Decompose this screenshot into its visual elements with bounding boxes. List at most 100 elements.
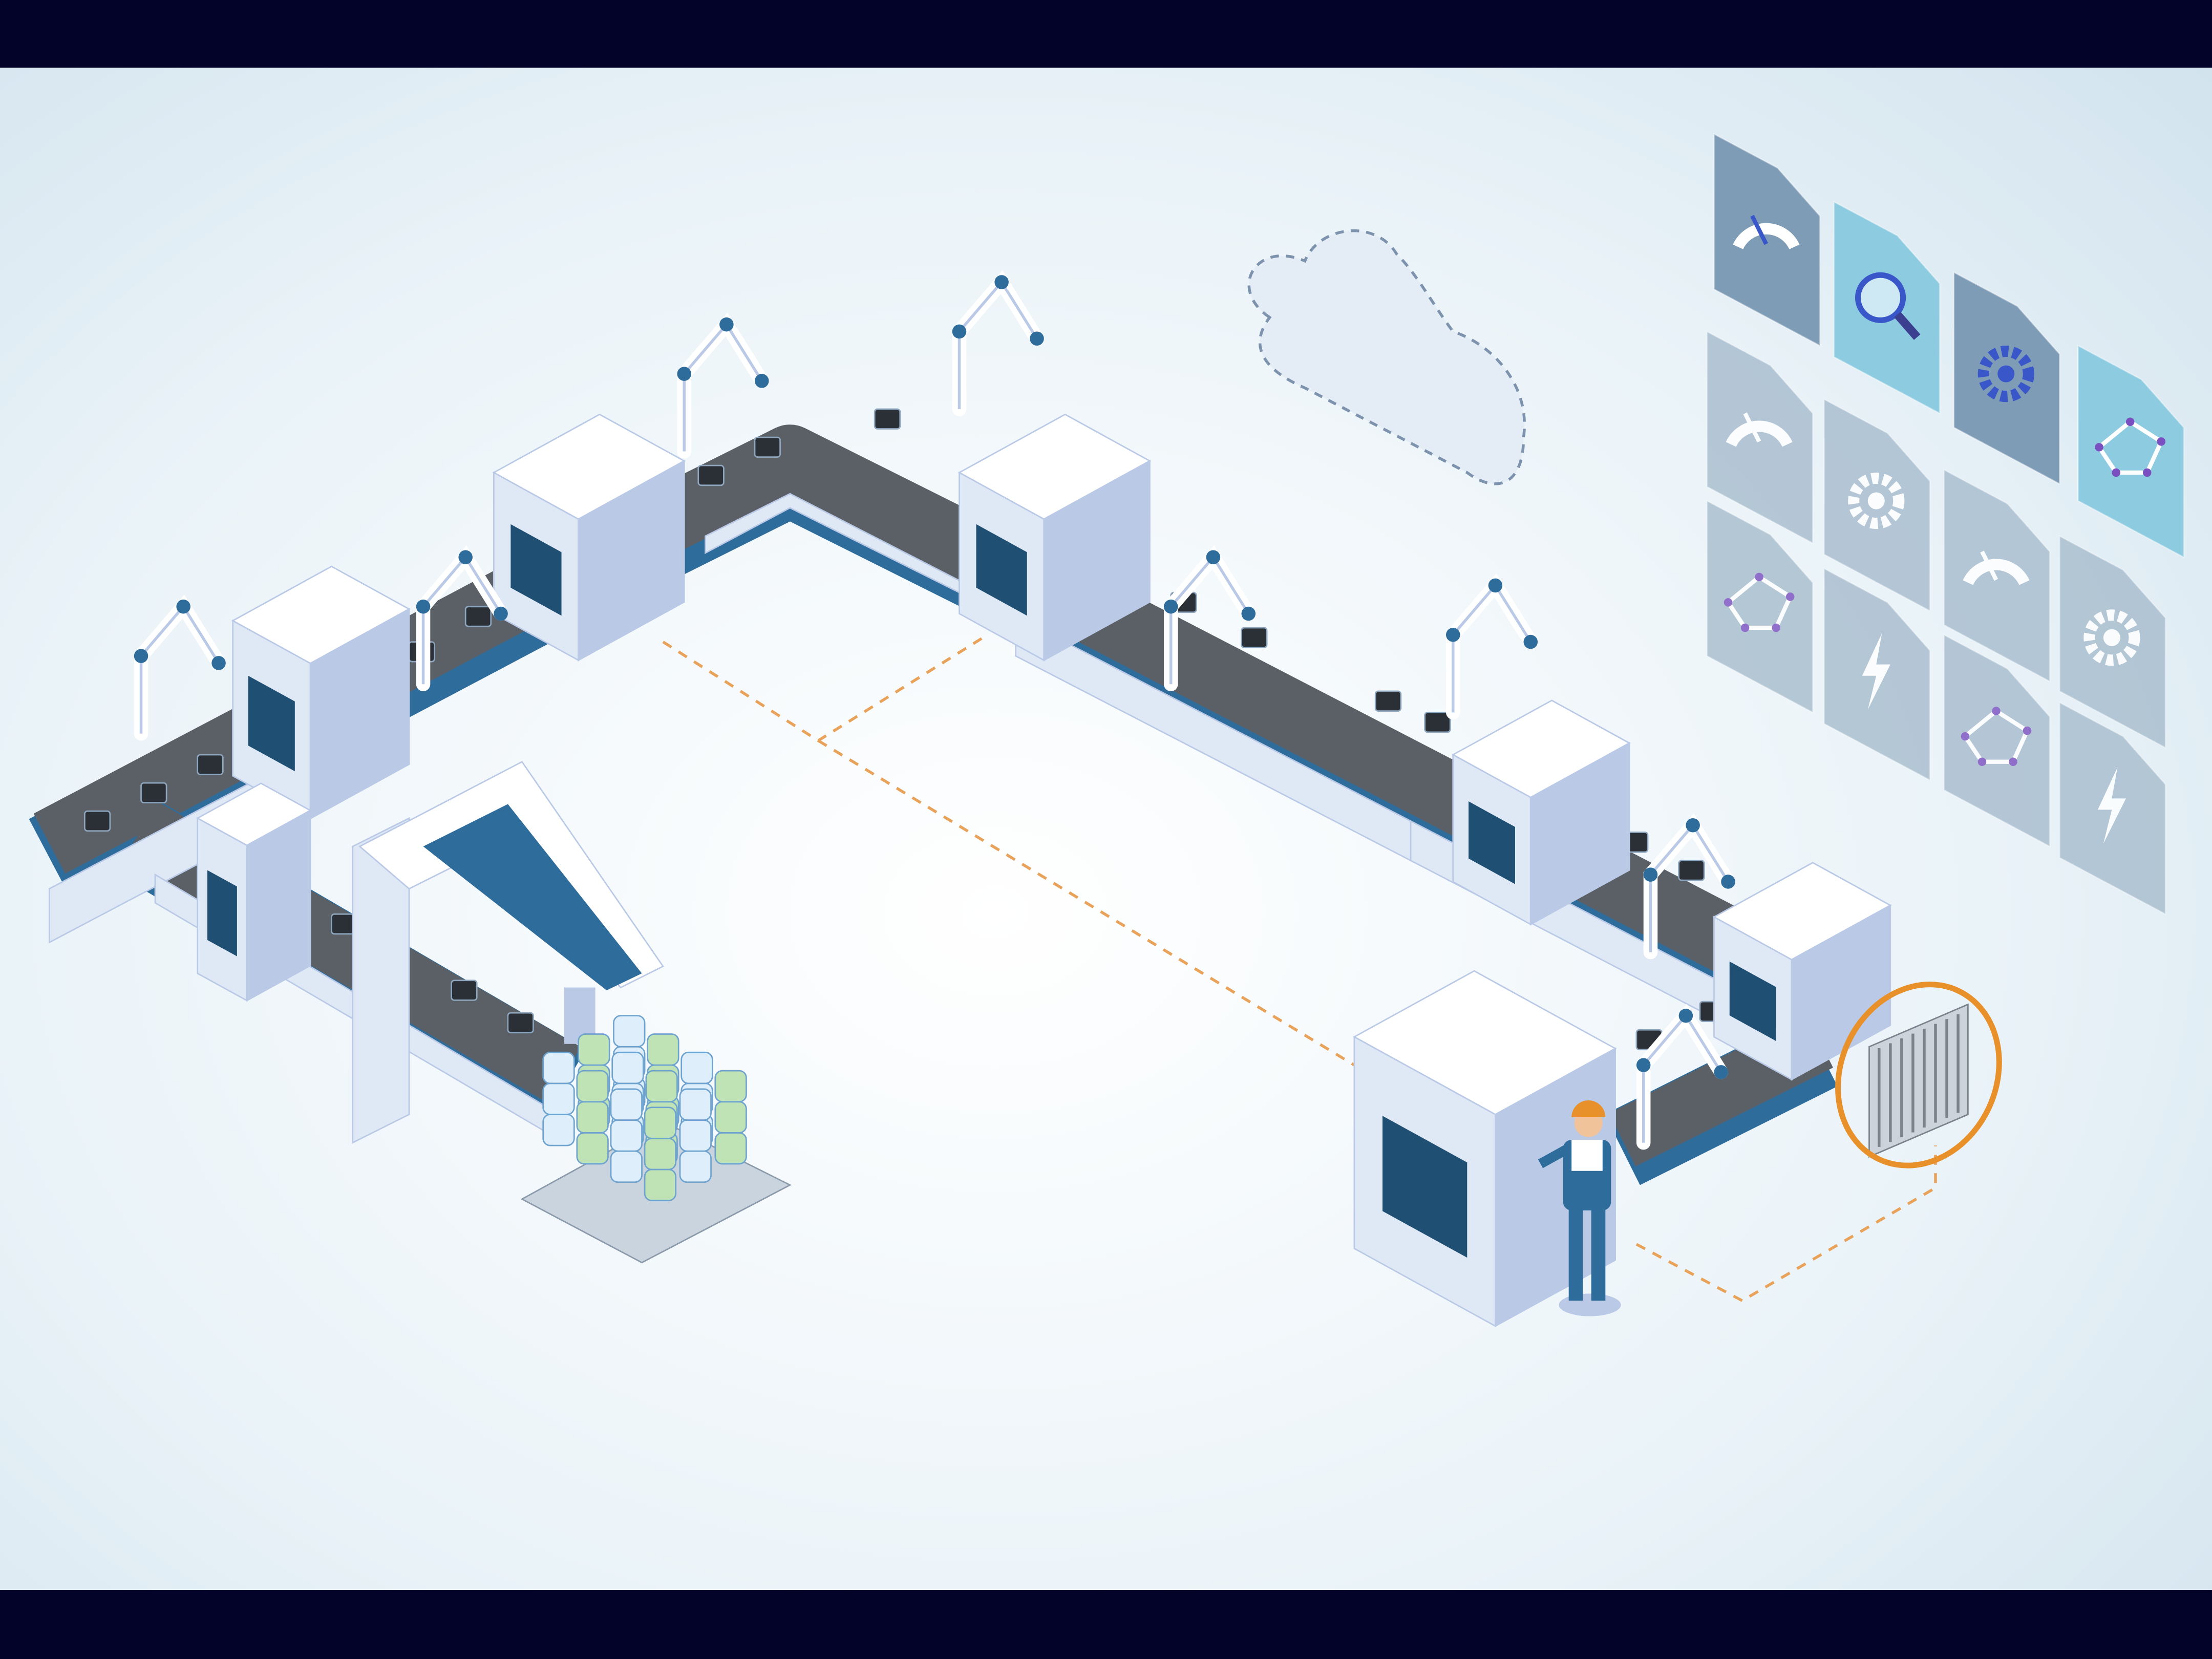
machine-side	[1791, 904, 1891, 1081]
belt-part	[197, 754, 224, 775]
network-node	[2009, 757, 2017, 767]
machine	[1712, 862, 1892, 1081]
robot-arm-outline	[1452, 583, 1532, 713]
product-box	[647, 1033, 679, 1066]
robot-joint	[1030, 331, 1044, 346]
analytics-tile-panel	[1706, 133, 2185, 916]
belt-part	[754, 436, 781, 458]
product-box	[576, 1132, 609, 1165]
robot-joint	[176, 599, 190, 614]
gauge-icon	[1726, 420, 1793, 447]
product-box	[679, 1088, 712, 1121]
product-box	[613, 1015, 646, 1048]
tile-face	[1943, 633, 2051, 848]
robot-arms	[134, 270, 1735, 1150]
machine-side	[1043, 459, 1151, 662]
robot-joint	[1686, 818, 1700, 833]
analytics-tile	[1823, 398, 1931, 612]
machine	[1451, 699, 1631, 926]
robot-joint	[952, 324, 967, 339]
product-box	[679, 1150, 712, 1183]
analytics-tile	[2059, 701, 2166, 916]
machine-window	[511, 524, 562, 616]
top-letterbox-bar	[0, 0, 2212, 68]
robot-joint	[1678, 1008, 1693, 1023]
gantry-crane	[352, 760, 664, 1144]
lightning-icon	[2097, 767, 2126, 844]
robot-joint	[1523, 634, 1538, 649]
gauge-needle	[1743, 412, 1761, 443]
robot-arm	[677, 312, 769, 459]
cloud-icon	[1247, 229, 1526, 485]
product-box	[611, 1051, 644, 1084]
robot-arm	[1636, 1004, 1728, 1150]
product-box	[576, 1070, 609, 1103]
robot-arm	[416, 545, 508, 692]
product-box	[542, 1051, 575, 1084]
robot-joint	[1636, 1058, 1651, 1072]
analytics-tile	[1706, 330, 1814, 545]
robot-joint	[416, 599, 431, 614]
worker-figure	[1538, 1100, 1621, 1316]
gear-icon	[2083, 609, 2140, 666]
network-node	[2023, 726, 2032, 735]
robot-arm	[1445, 573, 1538, 720]
data-link-line	[817, 739, 1355, 1067]
robot-joint	[1163, 599, 1178, 614]
belt-part	[874, 408, 901, 430]
belt-part	[451, 980, 478, 1001]
network-node	[1992, 707, 2001, 715]
robot-joint	[677, 367, 691, 381]
machine-window	[248, 675, 295, 772]
robot-joint	[1206, 550, 1221, 565]
network-node	[2125, 417, 2135, 427]
gears-icon	[1977, 346, 2034, 402]
radiator-icon	[1868, 1003, 1969, 1158]
machine-window	[207, 870, 237, 956]
gear-hub	[1867, 492, 1885, 509]
belt-part	[1374, 690, 1402, 712]
machines	[196, 413, 1892, 1328]
robot-joint	[994, 275, 1009, 289]
pallet-of-products	[520, 1015, 792, 1264]
network-node	[1961, 732, 1970, 741]
product-box	[644, 1107, 677, 1139]
robot-arm-outline	[683, 322, 763, 452]
network-node	[2112, 468, 2120, 477]
product-box	[680, 1051, 713, 1084]
robot-joint	[1445, 628, 1460, 642]
machine-window	[1729, 961, 1776, 1041]
gauge-icon	[1963, 559, 2030, 585]
network-icon	[1962, 708, 2030, 764]
product-box	[610, 1119, 643, 1152]
network-node	[1740, 623, 1750, 632]
magnifier-handle	[1894, 311, 1921, 340]
product-box	[679, 1119, 712, 1152]
machine	[231, 565, 411, 820]
robot-arm-outline	[421, 555, 502, 685]
robot-joint	[1714, 1065, 1728, 1079]
network-node	[1977, 757, 1987, 767]
data-link-lines	[662, 633, 1937, 1303]
belt-part	[507, 1012, 534, 1034]
analytics-tile	[1823, 567, 1931, 781]
product-box	[576, 1101, 609, 1134]
analytics-tile	[1706, 499, 1814, 714]
product-box	[610, 1088, 643, 1121]
tile-face	[1706, 330, 1814, 545]
bottom-letterbox-bar	[0, 1590, 2212, 1659]
network-icon	[2096, 419, 2164, 475]
robot-arm	[1643, 813, 1735, 960]
robot-arm-outline	[139, 604, 220, 734]
robot-joint	[719, 317, 734, 332]
tile-face	[1706, 499, 1814, 714]
robot-joint	[754, 374, 769, 388]
analytics-tile	[2077, 344, 2185, 559]
product-box	[542, 1082, 575, 1115]
gear-hub	[2103, 629, 2120, 646]
robot-arm	[1163, 545, 1256, 692]
product-box	[578, 1033, 610, 1066]
robot-joint	[1241, 606, 1256, 621]
robot-joint	[134, 649, 148, 663]
